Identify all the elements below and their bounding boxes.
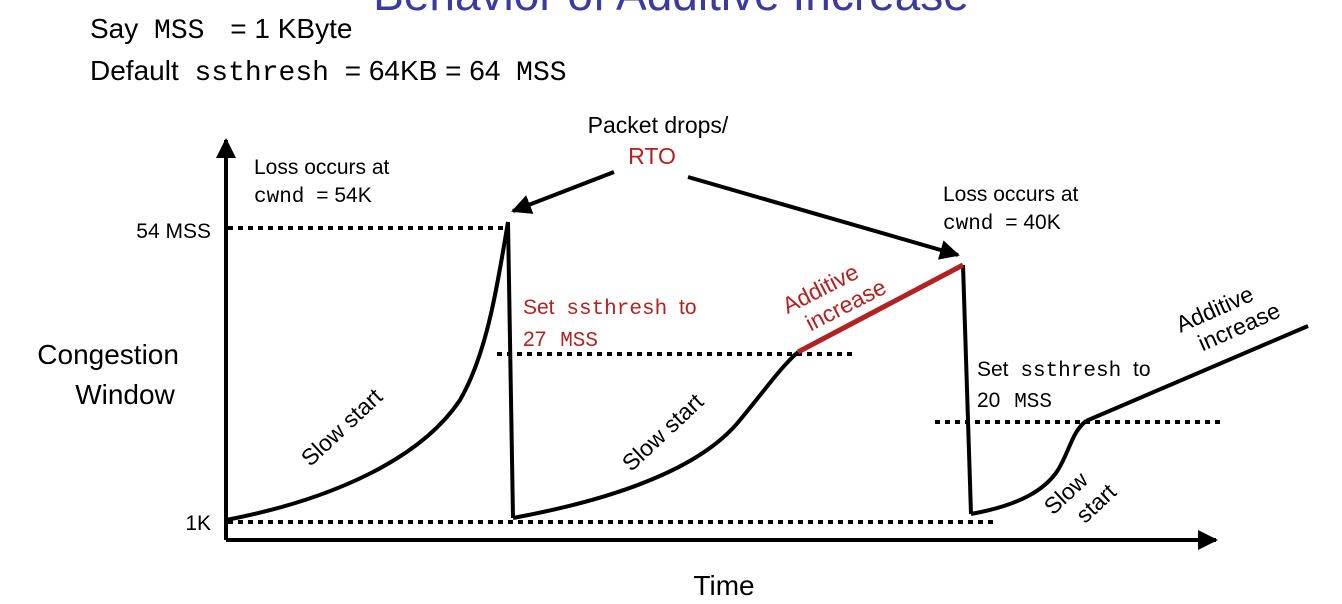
set-ssthresh-27-suffix: to [679, 296, 697, 319]
slow-start-label-1: Slow start [296, 383, 388, 471]
set-ssthresh-20: Set ssthresh to 20 MSS [977, 358, 1156, 414]
set-ssthresh-27-prefix: Set [523, 296, 555, 319]
packet-drops-label: Packet drops/ [588, 112, 729, 138]
set-ssthresh-20-var: ssthresh [1020, 360, 1121, 383]
additive-increase-label-1: Additive increase [778, 250, 890, 342]
x-axis-label: Time [693, 570, 754, 601]
ssthresh-default: Default ssthresh = 64KB = 64 MSS [90, 55, 567, 89]
tick-label-1k: 1K [185, 512, 211, 535]
slide-title: Behavior of Additive Increase [373, 0, 969, 20]
rto-label: RTO [628, 143, 676, 169]
loss-annotation-1-cwnd: cwnd [254, 186, 304, 209]
set-ssthresh-27-mss: MSS [560, 330, 598, 353]
ssthresh-default-value: = 64KB = 64 [345, 55, 501, 86]
ssthresh-default-var: ssthresh [195, 58, 329, 89]
slow-start-label-2: Slow start [617, 388, 709, 476]
set-ssthresh-20-num: 20 [977, 389, 1000, 412]
cwnd-drop-1 [506, 221, 515, 519]
loss-annotation-2: Loss occurs at cwnd = 40K [943, 183, 1084, 236]
cwnd-additive-increase-1-line [796, 262, 965, 355]
cwnd-slow-start-2 [512, 350, 800, 520]
mss-definition-mss: MSS [154, 16, 204, 47]
cwnd-slow-start-3 [970, 419, 1088, 516]
ssthresh-default-mss: MSS [516, 58, 566, 89]
set-ssthresh-27-num: 27 [523, 328, 546, 351]
set-ssthresh-27-var: ssthresh [566, 298, 667, 321]
packet-drops-arrow-right [687, 175, 960, 260]
ssthresh-default-word: Default [90, 55, 179, 86]
y-axis-label: Congestion Window [37, 339, 186, 410]
loss-annotation-1-line1: Loss occurs at [254, 156, 390, 179]
tick-label-54mss: 54 MSS [136, 220, 211, 243]
mss-definition-say: Say [90, 13, 138, 44]
cwnd-slow-start-1 [225, 221, 510, 522]
y-axis-label-line1: Congestion [37, 339, 179, 370]
set-ssthresh-20-mss: MSS [1014, 391, 1052, 414]
y-axis-label-line2: Window [75, 379, 175, 410]
set-ssthresh-20-suffix: to [1133, 358, 1151, 381]
loss-annotation-1: Loss occurs at cwnd = 54K [254, 156, 395, 209]
mss-definition-value: = 1 KByte [230, 13, 352, 44]
loss-annotation-2-value: = 40K [1005, 211, 1060, 234]
additive-increase-label-2: Additive increase [1172, 273, 1284, 361]
loss-annotation-1-value: = 54K [316, 184, 371, 207]
packet-drops-arrow-left [511, 170, 615, 214]
loss-annotation-2-line1: Loss occurs at [943, 183, 1079, 206]
slow-start-label-3: Slow start [1039, 457, 1122, 540]
cwnd-additive-increase-2-line [1085, 324, 1309, 423]
loss-annotation-2-cwnd: cwnd [943, 213, 993, 236]
cwnd-drop-2 [961, 264, 973, 515]
set-ssthresh-27: Set ssthresh to 27 MSS [523, 296, 702, 353]
mss-definition: Say MSS = 1 KByte [90, 13, 352, 47]
set-ssthresh-20-prefix: Set [977, 358, 1009, 381]
